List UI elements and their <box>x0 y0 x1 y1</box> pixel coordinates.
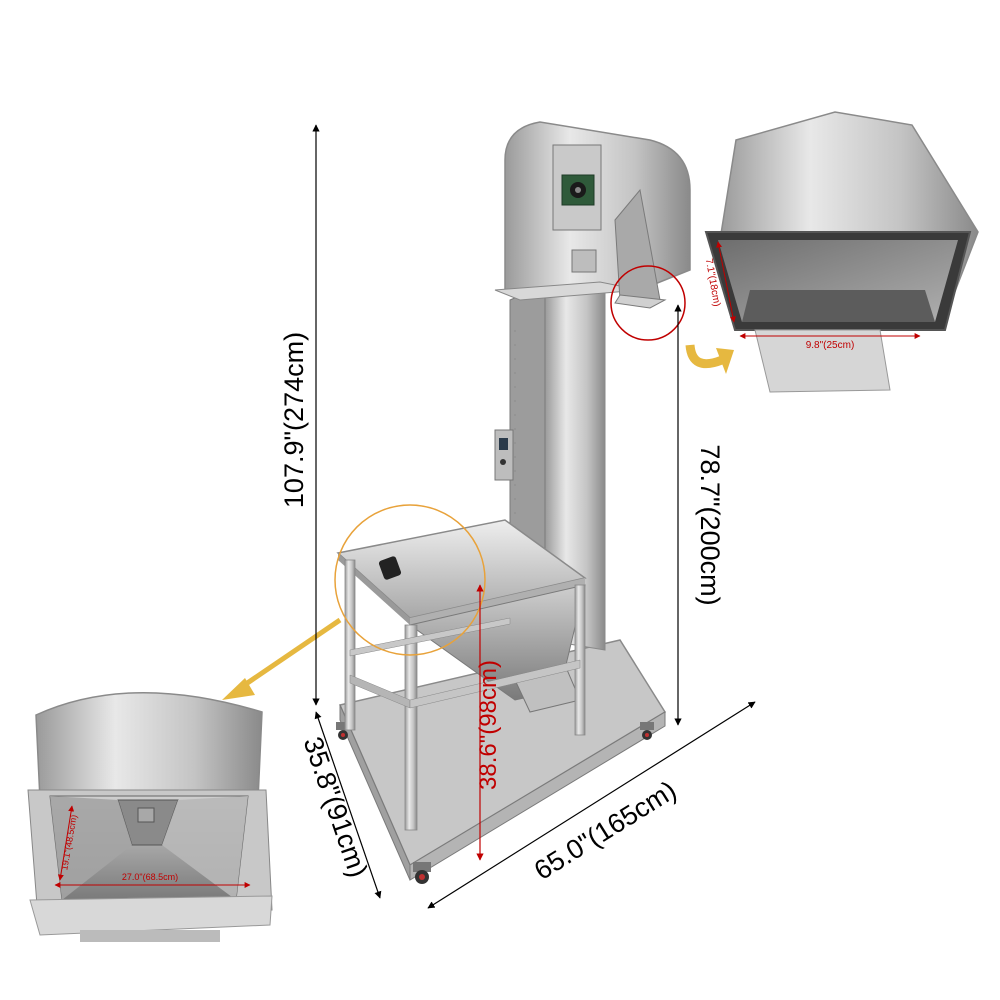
dimension-hopper-height: 38.6"(98cm) <box>475 584 502 861</box>
discharge-detail-arrow <box>685 344 734 374</box>
hopper-detail-arrow <box>222 617 342 700</box>
discharge-width-detail-label: 9.8"(25cm) <box>806 340 855 351</box>
elevator-head <box>494 121 691 309</box>
hopper-width-detail-label: 27.0"(68.5cm) <box>122 872 178 882</box>
discharge-callout-circle <box>610 265 686 341</box>
hopper-detail-inset: 19.1"(48.5cm) 27.0"(68.5cm) <box>27 692 273 942</box>
bucket-elevator-machine <box>336 121 691 884</box>
dimension-discharge-height: 78.7"(200cm) <box>674 304 725 726</box>
discharge-height-label: 78.7"(200cm) <box>695 444 725 605</box>
bearing-icon <box>561 174 595 206</box>
hopper-callout-circle <box>334 504 486 656</box>
control-panel <box>494 429 514 481</box>
lid-handle <box>378 556 402 580</box>
feed-hopper <box>336 519 587 831</box>
hopper-height-label: 38.6"(98cm) <box>475 660 502 790</box>
caster-wheel <box>413 862 431 884</box>
dimension-total-height: 107.9"(274cm) <box>279 124 320 706</box>
total-height-label: 107.9"(274cm) <box>279 332 309 508</box>
discharge-detail-inset: 7.1"(18cm) 9.8"(25cm) <box>703 111 979 393</box>
